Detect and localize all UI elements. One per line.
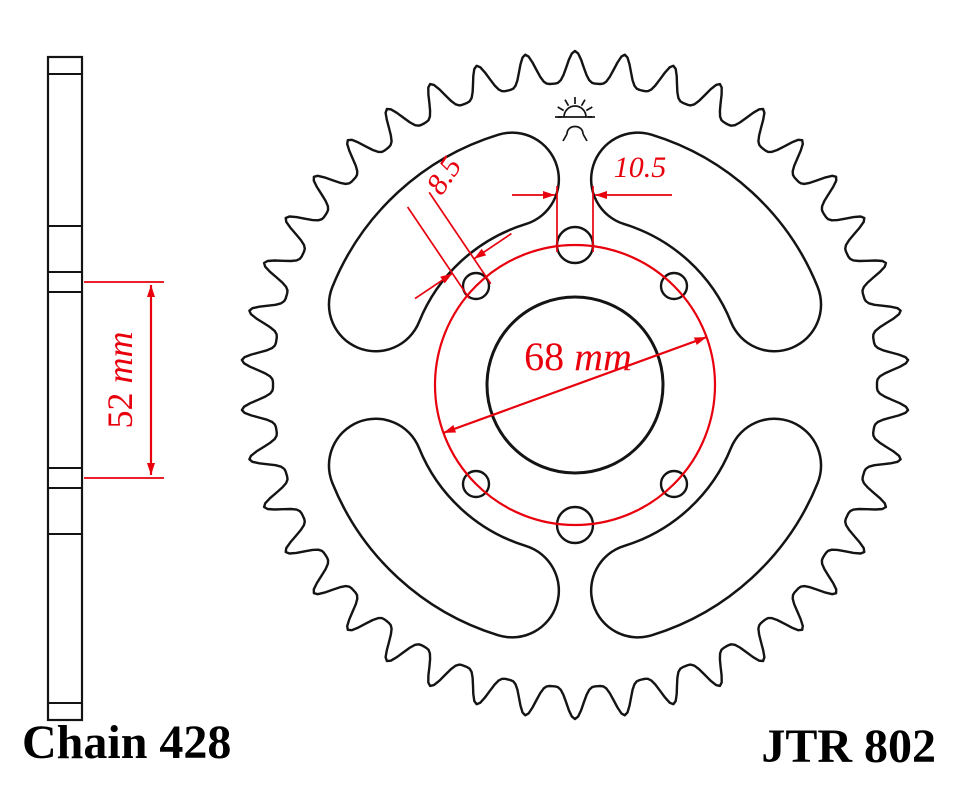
chain-size-label: Chain 428 bbox=[22, 716, 231, 769]
side-view-cross-section bbox=[46, 55, 84, 722]
sun-arc bbox=[563, 105, 587, 118]
cutout-window bbox=[592, 420, 820, 637]
dim-unit: mm bbox=[574, 334, 632, 379]
dim-value: 68 bbox=[524, 334, 564, 379]
dim-unit: mm bbox=[100, 332, 140, 384]
extension-line bbox=[428, 191, 492, 285]
dim-value: 52 bbox=[100, 393, 140, 429]
dim-52mm-label: 52 mm bbox=[100, 332, 140, 429]
bolt-circle-68mm bbox=[433, 243, 717, 527]
dimension-52mm: 52 mm bbox=[84, 281, 164, 479]
extension-line bbox=[406, 206, 470, 299]
jt-sunrise-logo-icon bbox=[555, 97, 595, 142]
sun-ray bbox=[557, 106, 565, 112]
cutout-window bbox=[330, 133, 558, 350]
cutout-window bbox=[592, 133, 820, 350]
section-notch bbox=[49, 272, 81, 292]
lightening-cutouts bbox=[327, 131, 823, 639]
section-notch bbox=[49, 468, 81, 488]
dim-10-5-label: 10.5 bbox=[614, 151, 667, 184]
sun-ray bbox=[564, 99, 570, 107]
cutout-window bbox=[330, 420, 558, 637]
stamp-mark bbox=[562, 125, 588, 142]
model-number-label: JTR 802 bbox=[761, 720, 936, 773]
sun-ray bbox=[585, 106, 593, 112]
dimension-10-5: 10.5 bbox=[512, 151, 672, 252]
cross-section-bar bbox=[46, 55, 84, 722]
arrow-leader bbox=[473, 232, 512, 260]
arrow-leader bbox=[414, 272, 453, 300]
bolt-circle-diameter-line bbox=[443, 336, 707, 434]
sprocket-teeth-outline bbox=[240, 49, 910, 721]
sun-ray bbox=[580, 99, 586, 107]
